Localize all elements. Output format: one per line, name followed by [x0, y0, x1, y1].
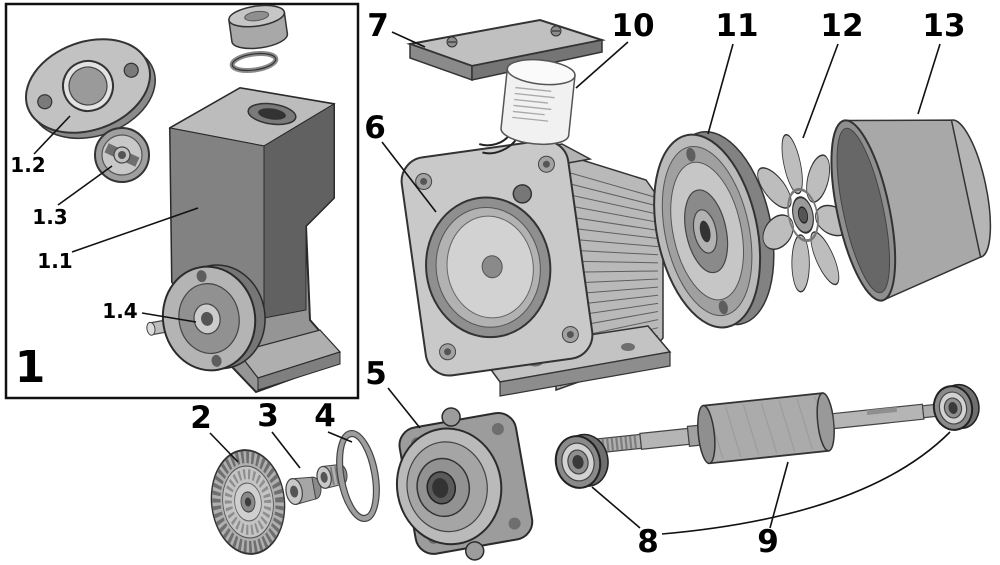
label-part-7: 7	[367, 8, 389, 44]
part-cap-washer	[229, 51, 279, 73]
part-rear-end-cover	[653, 130, 775, 329]
part-mechanical-seal	[94, 127, 150, 183]
label-part-4: 4	[314, 398, 336, 434]
part-body-bearing-flange	[146, 264, 266, 372]
label-part-10: 10	[611, 8, 654, 44]
label-part-5: 5	[365, 356, 387, 392]
part-cooling-fan	[757, 134, 851, 293]
label-part-3: 3	[257, 398, 279, 434]
part-fan-cover	[830, 119, 992, 302]
part-seal-sleeve-a	[285, 476, 322, 506]
label-part-12: 12	[820, 8, 863, 44]
part-bearing-front	[554, 433, 609, 489]
label-part-8: 8	[637, 524, 659, 560]
label-part-9: 9	[757, 524, 779, 560]
part-pump-cover	[395, 407, 534, 561]
inset-box-frame	[4, 2, 360, 400]
leader-lines	[33, 31, 951, 535]
fan-blades	[757, 134, 851, 293]
part-plug-cap	[228, 4, 289, 50]
label-part-13: 13	[922, 8, 965, 44]
label-part-11: 11	[715, 8, 758, 44]
rotor-lamination-slots	[707, 396, 831, 460]
part-o-ring	[336, 429, 380, 523]
part-bearing-rear	[932, 383, 980, 431]
label-part-1-2: 1.2	[10, 153, 45, 177]
part-rotor-shaft	[589, 392, 960, 465]
part-inlet-flange	[25, 38, 156, 140]
capacitor-label-lines	[512, 86, 555, 122]
label-part-1-3: 1.3	[32, 205, 67, 229]
label-part-2: 2	[190, 400, 212, 436]
label-part-1-1: 1.1	[37, 249, 72, 273]
part-impeller	[210, 449, 286, 555]
label-part-1: 1	[15, 342, 46, 393]
part-capacitor	[478, 58, 576, 155]
label-part-1-4: 1.4	[102, 299, 137, 323]
part-motor-housing	[400, 139, 672, 397]
label-part-6: 6	[364, 110, 386, 146]
